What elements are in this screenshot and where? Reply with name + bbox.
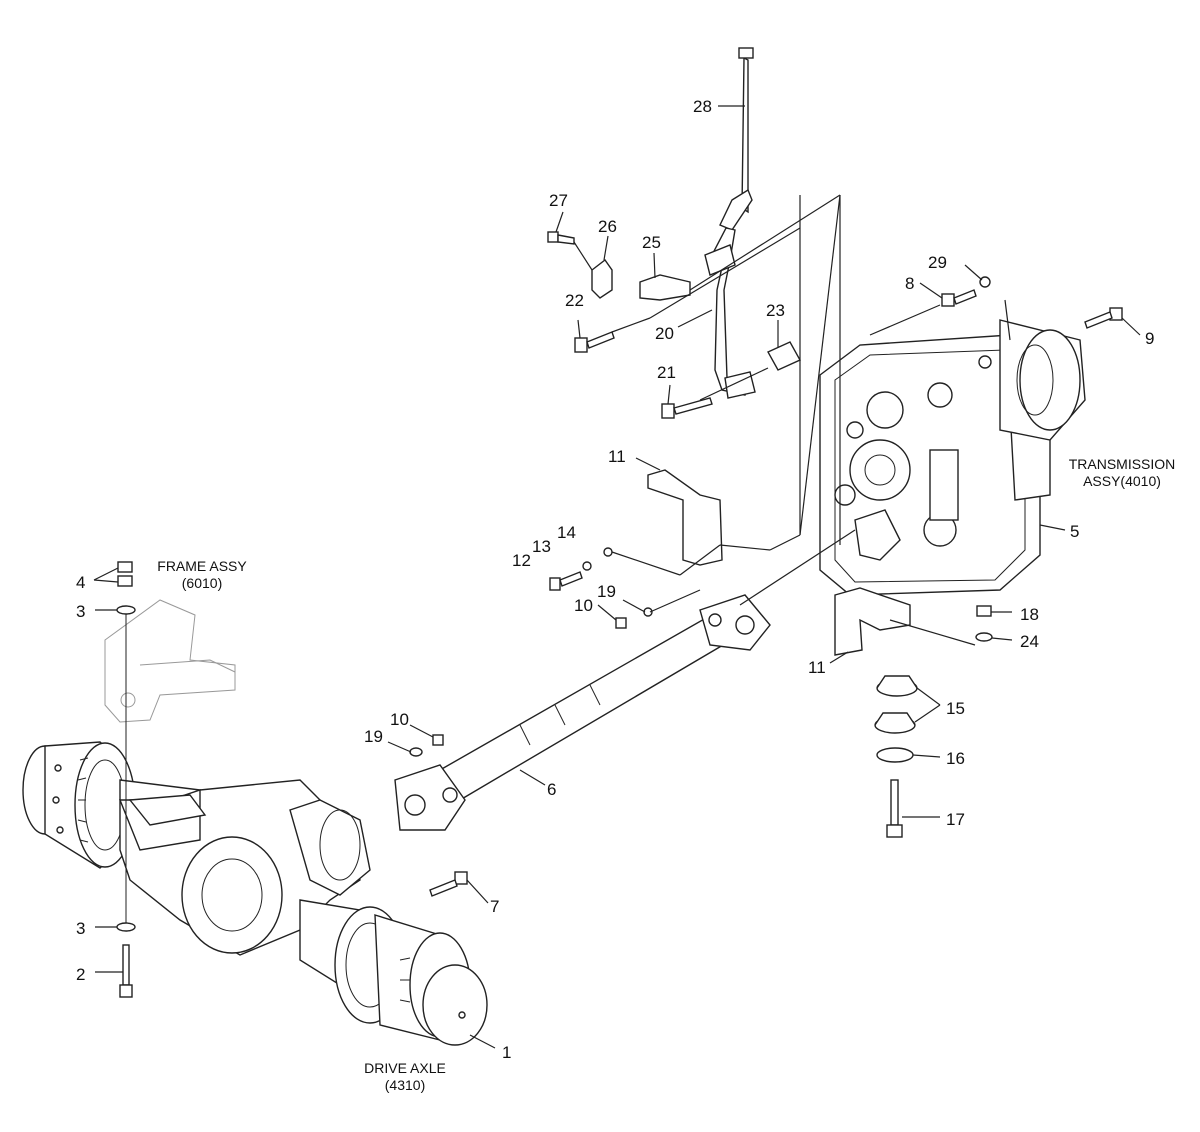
nut-18 [976,605,992,617]
nut-10-upper [615,617,627,629]
callout-11: 11 [608,447,626,466]
callout-numbers: 1 2 3 3 4 5 6 7 8 9 10 10 11 11 12 13 14… [76,97,1154,1062]
washer-3-lower [116,922,136,932]
transmission-assy-label: TRANSMISSION [1069,456,1176,472]
bolt-22 [574,331,615,353]
callout-11b: 11 [808,658,826,677]
callout-8: 8 [905,274,914,293]
bolt-8 [941,289,977,307]
washer-13 [582,561,592,571]
frame-assy-bracket [104,599,236,723]
washer-24 [975,632,993,642]
drive-axle [22,741,488,1046]
washer-3-upper [116,605,136,615]
washer-19-lower [409,747,423,757]
nuts-4 [117,561,133,587]
bolt-2 [119,944,133,998]
bracket-25 [639,274,691,301]
callout-25: 25 [642,233,661,252]
callout-4: 4 [76,573,85,592]
callout-24: 24 [1020,632,1039,651]
callout-19b: 19 [364,727,383,746]
washer-16 [876,747,914,763]
callout-15: 15 [946,699,965,718]
washer-14 [603,547,613,557]
gasket [767,341,801,371]
callout-26: 26 [598,217,617,236]
bolt-21 [661,397,713,419]
bolt-27 [547,231,575,245]
callout-6: 6 [547,780,556,799]
nut-10-lower [432,734,444,746]
transmission-assy-code: ASSY(4010) [1083,473,1161,489]
callout-22: 22 [565,291,584,310]
callout-21: 21 [657,363,676,382]
bolt-7 [429,871,468,897]
callout-29: 29 [928,253,947,272]
callout-3: 3 [76,602,85,621]
callout-17: 17 [946,810,965,829]
callout-3b: 3 [76,919,85,938]
callout-10: 10 [574,596,593,615]
assembly-labels: FRAME ASSY (6010) TRANSMISSION ASSY(4010… [157,456,1175,1093]
bracket-11-upper [647,469,723,566]
clip-26 [591,258,613,299]
drive-axle-code: (4310) [385,1077,425,1093]
callout-14: 14 [557,523,576,542]
callout-19: 19 [597,582,616,601]
mount-15 [874,675,918,734]
callout-23: 23 [766,301,785,320]
bracket-11-lower [834,587,911,656]
callout-1: 1 [502,1043,511,1062]
dipstick [719,47,754,231]
callout-10b: 10 [390,710,409,729]
propeller-shaft [394,594,771,831]
frame-assy-code: (6010) [182,575,222,591]
drive-axle-label: DRIVE AXLE [364,1060,446,1076]
callout-20: 20 [655,324,674,343]
transmission-assy [819,319,1086,596]
callout-18: 18 [1020,605,1039,624]
callout-28: 28 [693,97,712,116]
washer-29 [979,276,991,288]
frame-assy-label: FRAME ASSY [157,558,247,574]
bolt-12 [549,571,583,591]
callout-2: 2 [76,965,85,984]
callout-12: 12 [512,551,531,570]
leader-lines [93,105,1141,1049]
callout-27: 27 [549,191,568,210]
bolt-9 [1084,307,1123,329]
callout-5: 5 [1070,522,1079,541]
bolt-17 [886,779,903,838]
callout-7: 7 [490,897,499,916]
callout-13: 13 [532,537,551,556]
callout-16: 16 [946,749,965,768]
callout-9: 9 [1145,329,1154,348]
